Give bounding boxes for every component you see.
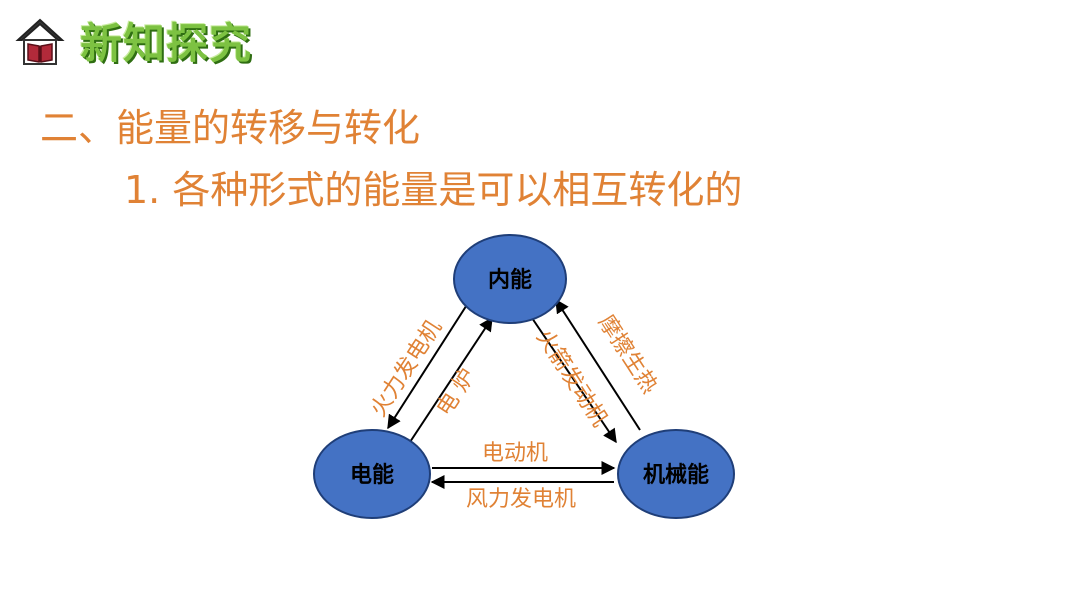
node-mechanical-energy bbox=[617, 429, 735, 519]
edge-label-electric-to-internal: 电 炉 bbox=[432, 364, 481, 420]
edge-label-mechanical-to-internal: 摩擦生热 bbox=[593, 311, 662, 398]
node-internal-energy bbox=[453, 234, 567, 324]
node-internal-energy-label: 内能 bbox=[488, 267, 532, 293]
arrow-internal-to-mechanical bbox=[531, 317, 617, 444]
edge-label-internal-to-mechanical: 火箭发动机 bbox=[531, 326, 612, 432]
page-heading: 二、能量的转移与转化 bbox=[40, 106, 421, 150]
section-title: 新知探究 bbox=[80, 19, 253, 68]
arrow-electric-to-internal bbox=[409, 316, 493, 443]
node-electric-energy bbox=[313, 429, 431, 519]
page-subheading: 1. 各种形式的能量是可以相互转化的 bbox=[124, 168, 743, 212]
node-electric-energy-label: 电能 bbox=[350, 462, 394, 488]
edge-label-electric-to-mechanical: 电动机 bbox=[482, 441, 548, 466]
node-mechanical-energy-label: 机械能 bbox=[643, 462, 709, 488]
arrow-internal-to-electric bbox=[387, 299, 471, 430]
house-book-icon bbox=[15, 18, 65, 65]
edge-label-mechanical-to-electric: 风力发电机 bbox=[466, 487, 576, 512]
arrow-mechanical-to-internal bbox=[555, 298, 641, 431]
